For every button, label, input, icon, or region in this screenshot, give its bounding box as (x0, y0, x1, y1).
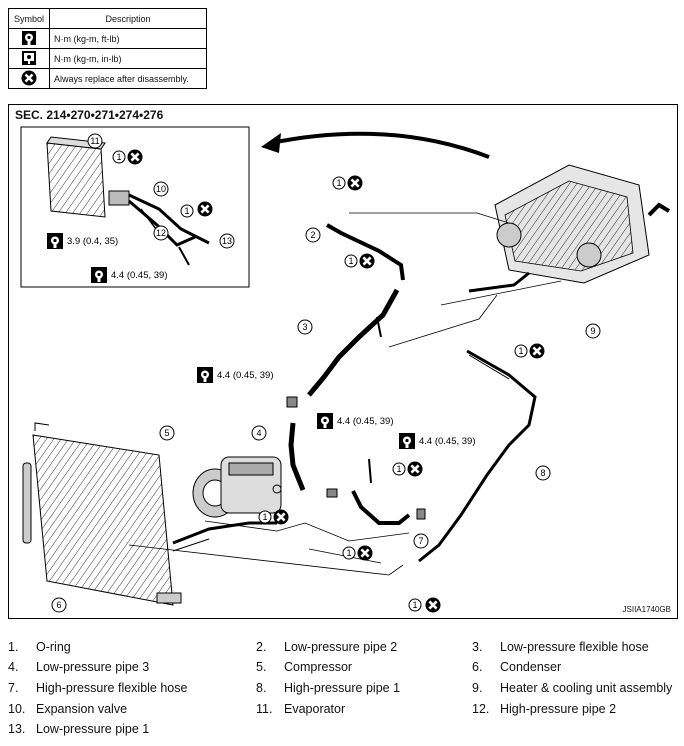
diagram-drawing: 11 1 10 1 12 13 1 2 1 3 9 1 4 5 8 1 1 7 … (20, 126, 671, 614)
svg-text:2: 2 (310, 230, 315, 240)
torque-label: 4.4 (0.45, 39) (217, 370, 274, 381)
svg-text:7: 7 (418, 536, 423, 546)
svg-text:1: 1 (184, 206, 189, 216)
svg-text:13: 13 (222, 236, 232, 246)
callout-2: 2 (305, 227, 321, 243)
callout-12: 12 (153, 225, 169, 241)
callout-1: 1 (514, 344, 528, 358)
always-replace-icon (8, 68, 50, 89)
svg-text:5: 5 (164, 428, 169, 438)
symbol-description: N·m (kg-m, in-lb) (49, 48, 207, 69)
callout-1: 1 (392, 462, 406, 476)
torque-wrench-small-icon (8, 48, 50, 69)
symbol-header: Symbol (8, 8, 50, 29)
callout-1: 1 (342, 546, 356, 560)
callout-1: 1 (408, 598, 422, 612)
callout-1: 1 (180, 204, 194, 218)
exploded-diagram: 11 1 10 1 12 13 1 2 1 3 9 1 4 5 8 1 1 7 … (8, 104, 678, 619)
svg-text:11: 11 (90, 136, 99, 146)
svg-text:6: 6 (56, 600, 61, 610)
symbol-table: Symbol Description N·m (kg-m, ft-lb) N·m… (8, 8, 207, 89)
torque-wrench-icon (8, 28, 50, 49)
svg-text:1: 1 (336, 178, 341, 188)
callout-6: 6 (51, 597, 67, 613)
callout-1: 1 (332, 176, 346, 190)
expansion-valve-part (108, 190, 130, 206)
heater-cooling-unit-part (468, 164, 671, 293)
callout-9: 9 (585, 323, 601, 339)
low-pressure-pipe-3-part (288, 422, 306, 491)
svg-text:4: 4 (256, 428, 261, 438)
section-title: SEC. 214•270•271•274•276 (15, 108, 164, 122)
callout-13: 13 (219, 233, 235, 249)
svg-text:1: 1 (262, 512, 267, 522)
svg-text:9: 9 (590, 326, 595, 336)
callout-1: 1 (344, 254, 358, 268)
low-pressure-flexible-hose-part (307, 288, 400, 397)
callout-1: 1 (258, 510, 272, 524)
high-pressure-flexible-hose-part (351, 490, 411, 525)
torque-label: 3.9 (0.4, 35) (67, 236, 118, 247)
svg-text:8: 8 (540, 468, 545, 478)
callout-7: 7 (413, 533, 429, 549)
callout-8: 8 (535, 465, 551, 481)
callout-1: 1 (112, 150, 126, 164)
svg-text:12: 12 (156, 228, 166, 238)
svg-text:1: 1 (396, 464, 401, 474)
svg-text:1: 1 (412, 600, 417, 610)
symbol-description: Always replace after disassembly. (49, 68, 207, 89)
low-pressure-pipe-2-part (326, 223, 405, 281)
callout-11: 11 (87, 133, 103, 149)
callout-10: 10 (153, 181, 169, 197)
figure-id: JSIIA1740GB (622, 605, 671, 614)
compressor-part (192, 456, 282, 518)
symbol-description: N·m (kg-m, ft-lb) (49, 28, 207, 49)
torque-label: 4.4 (0.45, 39) (337, 416, 394, 427)
svg-text:1: 1 (518, 346, 523, 356)
torque-label: 4.4 (0.45, 39) (111, 270, 168, 281)
callout-3: 3 (297, 319, 313, 335)
svg-text:10: 10 (156, 184, 166, 194)
torque-label: 4.4 (0.45, 39) (419, 436, 476, 447)
high-pressure-pipe-1-part (418, 349, 537, 563)
svg-text:1: 1 (346, 548, 351, 558)
callout-5: 5 (159, 425, 175, 441)
evaporator-part (46, 136, 106, 218)
svg-text:1: 1 (116, 152, 121, 162)
svg-text:3: 3 (302, 322, 307, 332)
svg-text:1: 1 (348, 256, 353, 266)
condenser-part (22, 422, 182, 606)
callout-4: 4 (251, 425, 267, 441)
description-header: Description (49, 8, 207, 29)
